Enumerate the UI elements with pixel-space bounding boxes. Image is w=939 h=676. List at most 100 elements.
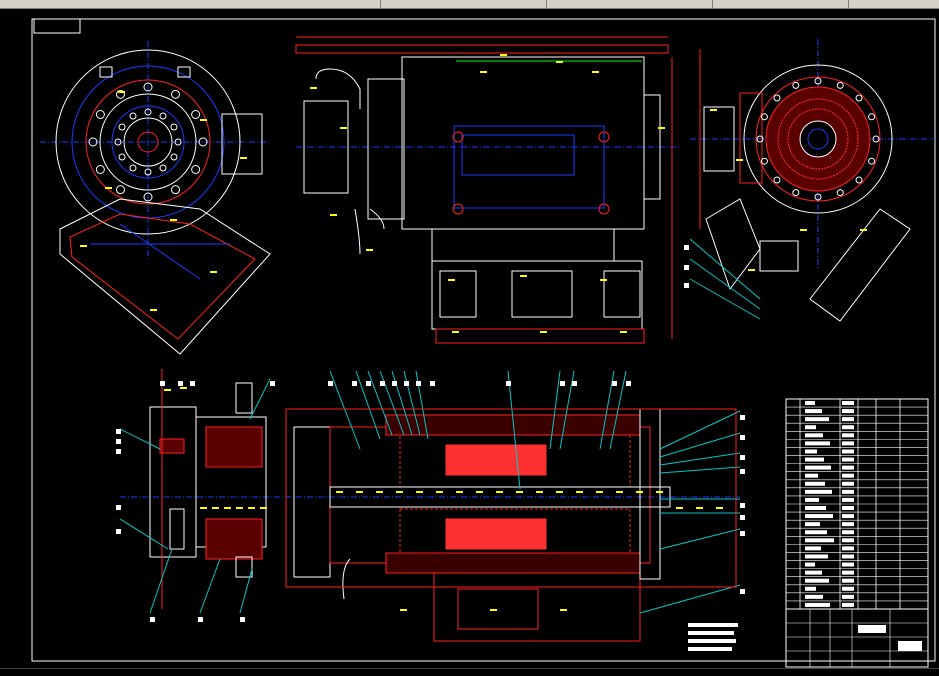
parts-table-cell [805, 530, 827, 535]
dimension-mark [416, 491, 423, 493]
toolbar-field-3[interactable] [552, 0, 702, 8]
bolt-hole [868, 113, 876, 121]
parts-table-cell [805, 570, 822, 575]
bolt-hole [773, 176, 781, 184]
bolt-hole [868, 157, 876, 165]
callout-marker [116, 505, 121, 510]
bolt-hole [118, 123, 126, 131]
dimension-mark [556, 61, 563, 63]
toolbar-field-1[interactable] [40, 0, 120, 8]
parts-table-cell [805, 594, 823, 599]
cad-drawing-canvas[interactable] [0, 9, 939, 668]
parts-table-cell [842, 538, 854, 543]
dimension-mark [710, 109, 717, 111]
parts-table-cell [805, 401, 815, 405]
callout-marker [740, 415, 745, 420]
parts-table-cell [805, 522, 820, 527]
callout-marker [740, 515, 745, 520]
dimension-mark [656, 491, 663, 493]
callout-marker [560, 381, 565, 386]
bolt-hole [836, 189, 844, 197]
dimension-mark [490, 609, 497, 611]
parts-table-cell [842, 522, 854, 527]
callout-marker [116, 529, 121, 534]
parts-table-cell [805, 409, 822, 414]
parts-table-cell [842, 578, 854, 583]
bolt-hole [836, 81, 844, 89]
bolt-hole [171, 89, 180, 99]
callout-marker [404, 381, 409, 386]
dimension-mark [310, 87, 317, 89]
dimension-mark [448, 279, 455, 281]
side-elevation-view [295, 36, 680, 344]
callout-marker [380, 381, 385, 386]
parts-table-cell [842, 562, 854, 567]
callout-marker [392, 381, 397, 386]
bolt-hole [792, 189, 800, 197]
toolbar-field-5[interactable] [854, 0, 934, 8]
bolt-hole [88, 137, 98, 147]
dimension-mark [480, 71, 487, 73]
bolt-hole [174, 138, 182, 146]
toolbar-field-2[interactable] [386, 0, 536, 8]
dimension-mark [452, 331, 459, 333]
dimension-text-markers [80, 54, 867, 611]
callout-marker [178, 381, 183, 386]
parts-table-cell [842, 554, 854, 559]
dimension-mark [260, 507, 267, 509]
callout-marker [116, 439, 121, 444]
parts-table-cell [842, 465, 854, 470]
bolt-hole [159, 112, 167, 120]
dimension-mark [658, 127, 665, 129]
callout-marker [740, 469, 745, 474]
main-section-view [285, 370, 741, 642]
callout-marker [612, 381, 617, 386]
dimension-mark [436, 491, 443, 493]
callout-marker [116, 429, 121, 434]
dimension-mark [596, 491, 603, 493]
callout-marker [740, 435, 745, 440]
callout-marker [740, 531, 745, 536]
dimension-mark [560, 609, 567, 611]
dimension-mark [676, 507, 683, 509]
title-block-name [858, 625, 886, 633]
parts-table-cell [842, 441, 854, 446]
parts-table-cell [805, 457, 824, 462]
callout-marker [116, 449, 121, 454]
parts-table-cell [842, 409, 854, 414]
parts-table-cell [805, 433, 823, 438]
parts-table-cell [805, 506, 826, 510]
parts-table-cell [805, 538, 834, 543]
bolt-hole [129, 164, 137, 172]
bolt-hole [855, 176, 863, 184]
bolt-hole [116, 89, 125, 99]
bolt-hole [143, 192, 153, 202]
dimension-mark [240, 157, 247, 159]
dimension-mark [476, 491, 483, 493]
bolt-hole [760, 157, 768, 165]
parts-table-cell [805, 449, 817, 454]
toolbar-field-4[interactable] [718, 0, 818, 8]
bolt-hole [191, 165, 201, 174]
callout-marker [366, 381, 371, 386]
bolt-hole [95, 110, 105, 119]
part-callout-markers [116, 245, 745, 622]
dimension-mark [80, 245, 87, 247]
parts-table-cell [805, 417, 829, 422]
callout-marker [150, 617, 155, 622]
dimension-mark [616, 491, 623, 493]
parts-table-cell [842, 481, 854, 486]
parts-table-cell [805, 554, 828, 559]
parts-table-cell [805, 602, 830, 607]
bolt-hole [116, 185, 125, 195]
bolt-hole [95, 165, 105, 174]
parts-table-cell [842, 506, 854, 510]
bolt-hole [760, 113, 768, 121]
dimension-mark [540, 331, 547, 333]
parts-table-cell [842, 497, 854, 502]
bolt-hole [143, 82, 153, 92]
callout-marker [740, 589, 745, 594]
callout-marker [684, 245, 689, 250]
dimension-mark [456, 491, 463, 493]
dimension-mark [224, 507, 231, 509]
